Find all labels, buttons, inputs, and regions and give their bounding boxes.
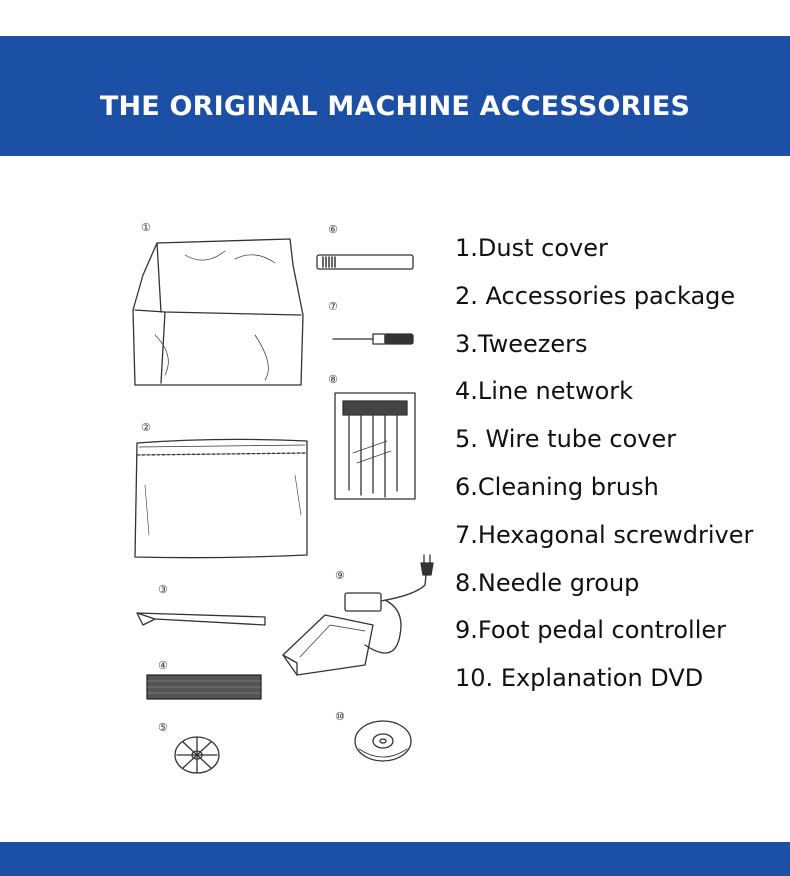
dust-cover-icon: ① xyxy=(132,221,304,386)
accessories-illustration: ① ② ③ ④ ⑤ xyxy=(132,221,434,774)
item-number: 9. xyxy=(455,616,478,645)
cleaning-brush-icon: ⑥ xyxy=(316,223,414,270)
list-item: 3.Tweezers xyxy=(455,324,753,372)
list-item: 7.Hexagonal screwdriver xyxy=(455,515,753,563)
list-item: 2. Accessories package xyxy=(455,276,753,324)
item-number: 10. xyxy=(455,664,494,693)
list-item: 4.Line network xyxy=(455,371,753,419)
marker-4: ④ xyxy=(158,659,168,672)
marker-6: ⑥ xyxy=(328,223,338,236)
item-number: 1. xyxy=(455,234,478,262)
list-item: 6.Cleaning brush xyxy=(455,467,753,515)
marker-10: ⑩ xyxy=(335,710,345,723)
marker-9: ⑨ xyxy=(335,569,345,582)
list-item: 1.Dust cover xyxy=(455,228,753,276)
marker-2: ② xyxy=(141,421,151,434)
item-number: 5. xyxy=(455,425,478,454)
marker-1: ① xyxy=(141,221,151,234)
item-number: 2. xyxy=(455,281,478,310)
list-item: 5. Wire tube cover xyxy=(455,419,753,467)
list-item: 9.Foot pedal controller xyxy=(455,610,753,658)
item-label: Wire tube cover xyxy=(485,425,677,454)
item-number: 6. xyxy=(455,472,478,501)
footer-bar xyxy=(0,842,790,876)
item-label: Tweezers xyxy=(477,329,588,358)
item-label: Foot pedal controller xyxy=(477,616,726,645)
header-banner: THE ORIGINAL MACHINE ACCESSORIES xyxy=(0,36,790,156)
item-number: 8. xyxy=(455,568,478,597)
marker-8: ⑧ xyxy=(328,373,338,386)
marker-7: ⑦ xyxy=(328,300,338,313)
wire-tube-cover-icon: ⑤ xyxy=(158,721,220,774)
line-network-icon: ④ xyxy=(146,659,262,700)
item-label: Hexagonal screwdriver xyxy=(477,520,754,549)
item-number: 4. xyxy=(455,377,478,406)
tweezers-icon: ③ xyxy=(136,583,266,626)
item-label: Cleaning brush xyxy=(477,472,659,501)
item-label: Line network xyxy=(477,377,634,406)
list-item: 10. Explanation DVD xyxy=(455,658,753,706)
accessories-package-icon: ② xyxy=(134,421,308,559)
item-label: Explanation DVD xyxy=(500,664,704,693)
screwdriver-icon: ⑦ xyxy=(328,300,414,345)
foot-pedal-icon: ⑨ xyxy=(282,554,434,676)
needle-group-icon: ⑧ xyxy=(328,373,416,500)
marker-5: ⑤ xyxy=(158,721,168,734)
dvd-icon: ⑩ xyxy=(335,710,412,762)
list-item: 8.Needle group xyxy=(455,563,753,611)
accessories-list: 1.Dust cover 2. Accessories package 3.Tw… xyxy=(455,228,753,706)
item-number: 7. xyxy=(455,520,478,549)
item-label: Accessories package xyxy=(485,281,736,310)
item-label: Needle group xyxy=(477,568,640,597)
item-label: Dust cover xyxy=(477,234,608,262)
item-number: 3. xyxy=(455,329,478,358)
marker-3: ③ xyxy=(158,583,168,596)
page-title: THE ORIGINAL MACHINE ACCESSORIES xyxy=(99,90,691,122)
